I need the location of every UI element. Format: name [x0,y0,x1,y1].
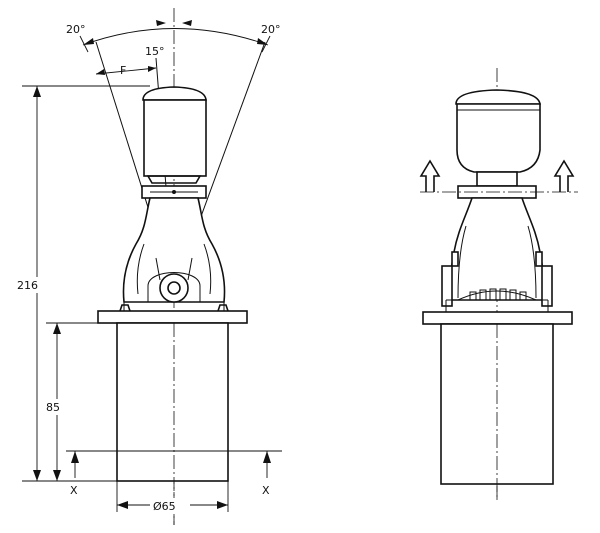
right-body-inner-r [527,225,537,299]
angle-right-label: 20° [261,23,281,36]
right-knob-top [455,89,541,105]
base-housing [116,322,229,482]
right-body-inner [457,225,467,299]
dia-gap [150,498,190,513]
arc-arrow-right [257,38,268,45]
arc-arrow-mid-left [156,20,166,26]
section-label-left: X [70,484,78,497]
dim-216-arrow-bottom [33,470,41,481]
arc-tick-left [79,35,89,53]
flange-screw-right [217,304,229,312]
right-side-tab-right [541,265,553,307]
force-arrow-left [96,69,105,75]
angle-arc [82,28,269,46]
section-arrow-left [71,451,79,463]
right-side-tab-left [441,265,453,307]
gimbal-arch [147,272,201,302]
gimbal-detail-left [155,257,161,281]
arc-arrow-mid-right [182,20,192,26]
dim-85-label: 85 [46,401,60,414]
pivot-inner [167,281,181,295]
right-knob [456,103,541,173]
angle-left-label: 20° [66,23,86,36]
diameter-label: Ø65 [153,500,176,513]
right-gear-arc [457,290,537,301]
section-label-right: X [262,484,270,497]
force-label: F [120,64,126,77]
right-side-clip-left [451,251,459,267]
right-side-clip-right [535,251,543,267]
handle-knob-bottom [146,175,202,184]
force-arrow-right [148,66,156,72]
force-dim-line [95,67,157,75]
right-view [419,68,578,500]
handle-knob-top [142,86,207,101]
dim-85-arrow-bottom [53,470,61,481]
gimbal-inner-right [203,243,212,295]
gimbal-inner-left [136,243,145,295]
right-knob-neck [476,171,518,187]
section-arrow-right [263,451,271,463]
dia-arrow-left [117,501,128,509]
flange-screw-left [119,304,131,312]
gimbal-detail-right [187,257,193,281]
arc-tick-right [261,35,271,53]
angle-center-label: 15° [145,45,165,58]
handle-knob [143,99,207,177]
dim-216-gap [16,277,50,293]
dim-216-label: 216 [17,279,38,292]
dia-arrow-right [217,501,228,509]
collar-pin [172,190,176,194]
dim-216-arrow-top [33,86,41,97]
dim-85-gap [44,399,70,415]
right-mounting-flange [422,311,573,325]
arc-arrow-left [83,38,94,45]
left-view: 20° 20° 15° F [16,8,282,525]
up-arrow-right-icon [553,159,575,192]
mounting-flange [97,310,248,324]
dim-85-arrow-top [53,323,61,334]
up-arrow-left-icon [419,159,441,192]
